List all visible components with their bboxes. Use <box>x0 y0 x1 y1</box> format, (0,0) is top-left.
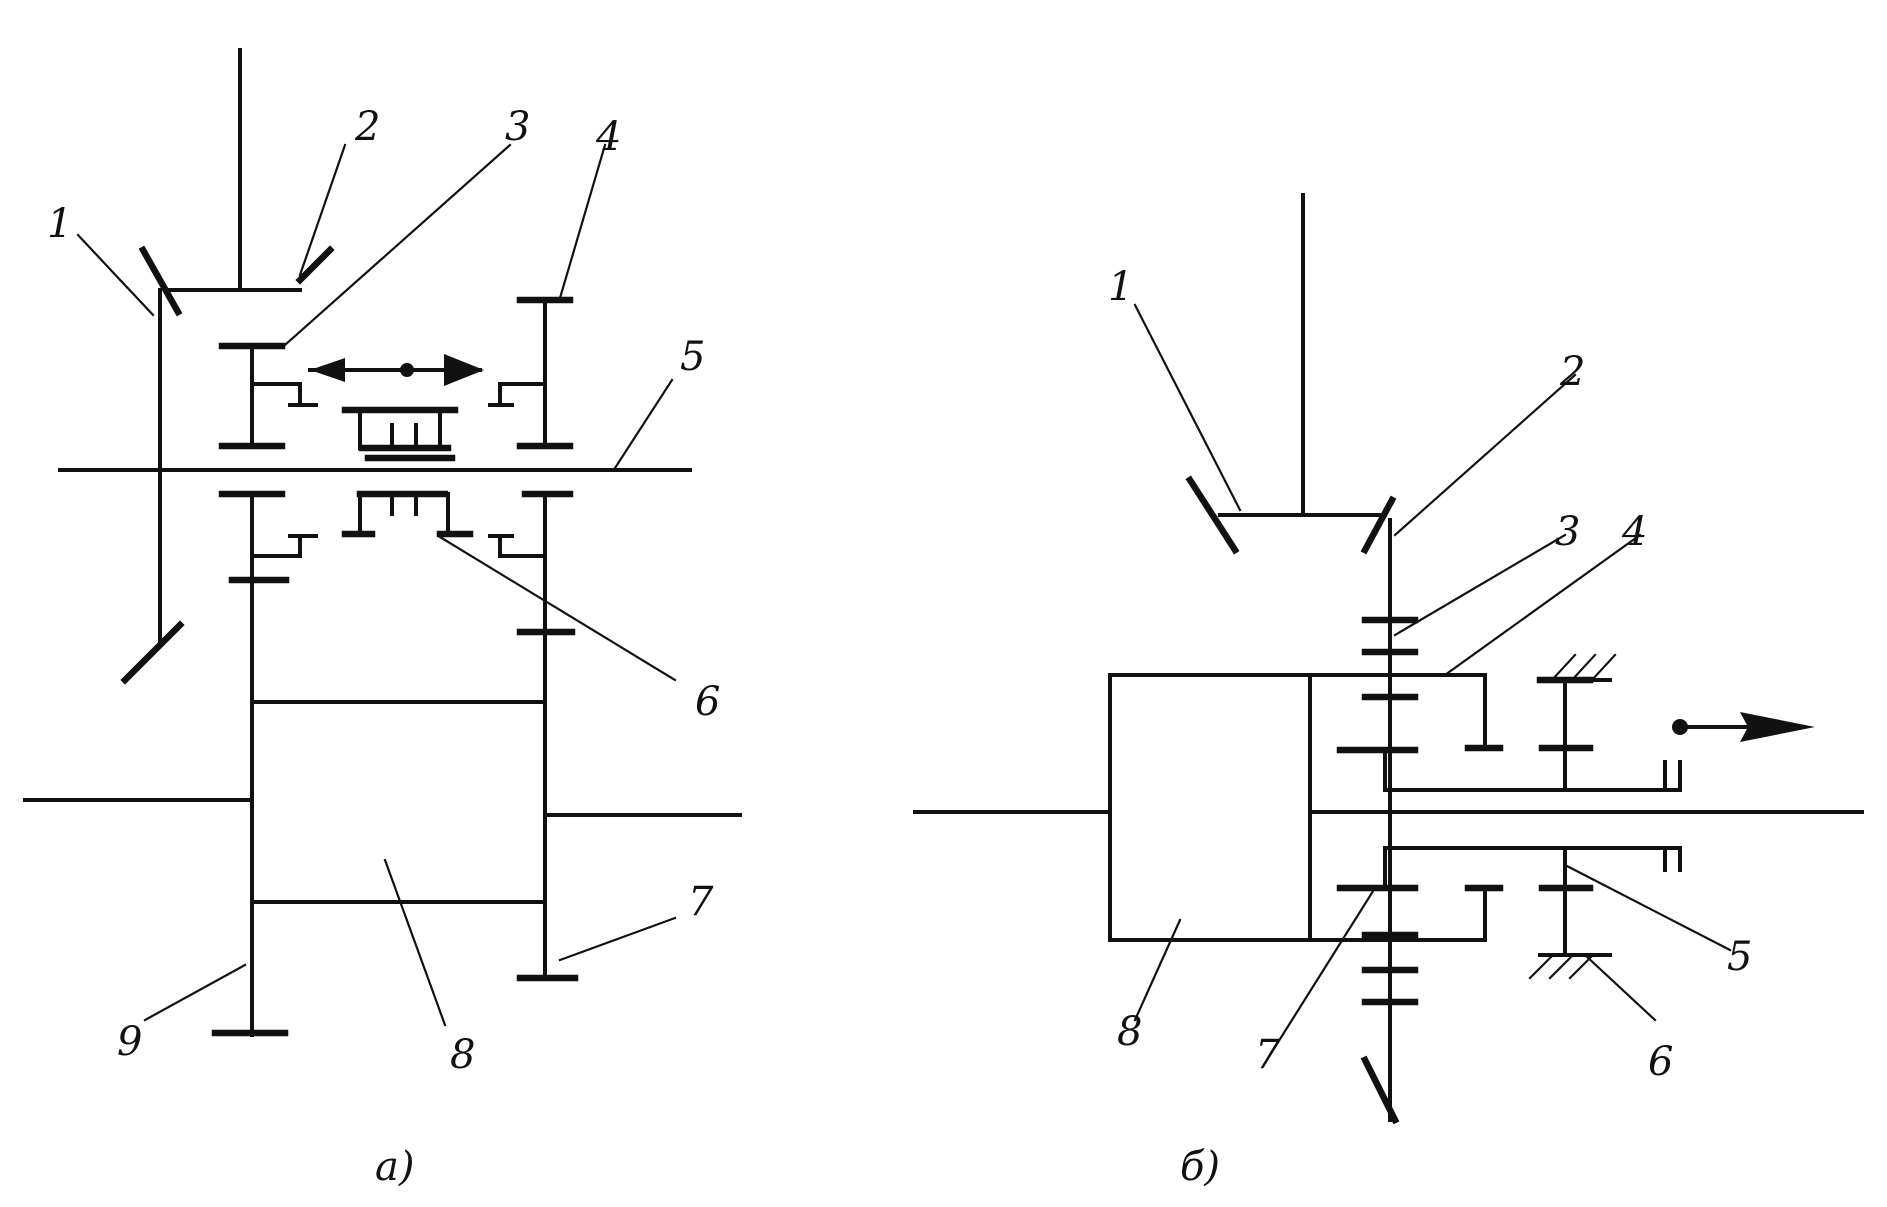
differential-8-a <box>250 700 547 904</box>
label-b-1: 1 <box>1108 264 1133 310</box>
bevel-gear-2-a <box>295 245 335 285</box>
carrier-4-b <box>1308 673 1504 792</box>
label-a-3: 3 <box>505 104 530 150</box>
labels-a: 1 2 3 4 5 6 7 8 9 <box>47 104 720 1078</box>
label-b-5: 5 <box>1727 934 1752 980</box>
label-b-2: 2 <box>1559 349 1585 395</box>
bevel-gear-2-b <box>1360 495 1397 555</box>
intermediate-shaft-b <box>1360 518 1419 1125</box>
differential-8-b <box>1108 673 1312 942</box>
shift-arrow-b <box>1672 712 1815 742</box>
leader-lines-b <box>1133 303 1732 1057</box>
bevel-gear-1-b <box>1185 475 1240 555</box>
label-a-4: 4 <box>595 114 621 160</box>
label-b-7: 7 <box>1255 1032 1281 1078</box>
label-b-8: 8 <box>1117 1009 1142 1055</box>
input-shaft-b <box>1218 193 1387 517</box>
caption-a: а) <box>375 1144 414 1190</box>
sun-gear-upper-b <box>1383 653 1682 792</box>
label-a-6: 6 <box>695 679 720 725</box>
label-a-2: 2 <box>354 104 380 150</box>
caption-b: б) <box>1180 1144 1220 1190</box>
label-a-5: 5 <box>680 334 705 380</box>
synchronizer-6-a <box>308 354 484 538</box>
bevel-gear-1-a <box>120 245 185 685</box>
label-a-9: 9 <box>117 1019 142 1065</box>
label-a-7: 7 <box>688 879 714 925</box>
leader-lines-a <box>76 143 677 1027</box>
label-b-4: 4 <box>1621 509 1647 555</box>
label-b-3: 3 <box>1555 509 1580 555</box>
gear-3-a <box>218 342 318 1037</box>
input-shaft-a <box>168 48 302 292</box>
label-b-6: 6 <box>1648 1039 1673 1085</box>
gear-4-a <box>488 296 576 977</box>
diagram-a: 1 2 3 4 5 6 7 8 9 а) <box>23 48 742 1190</box>
label-a-8: 8 <box>450 1032 475 1078</box>
diagram-b: 1 2 3 4 5 6 7 8 б) <box>913 193 1864 1190</box>
sun-gear-lower-b <box>1308 846 1682 980</box>
label-a-1: 1 <box>47 201 72 247</box>
labels-b: 1 2 3 4 5 6 7 8 <box>1108 264 1752 1085</box>
